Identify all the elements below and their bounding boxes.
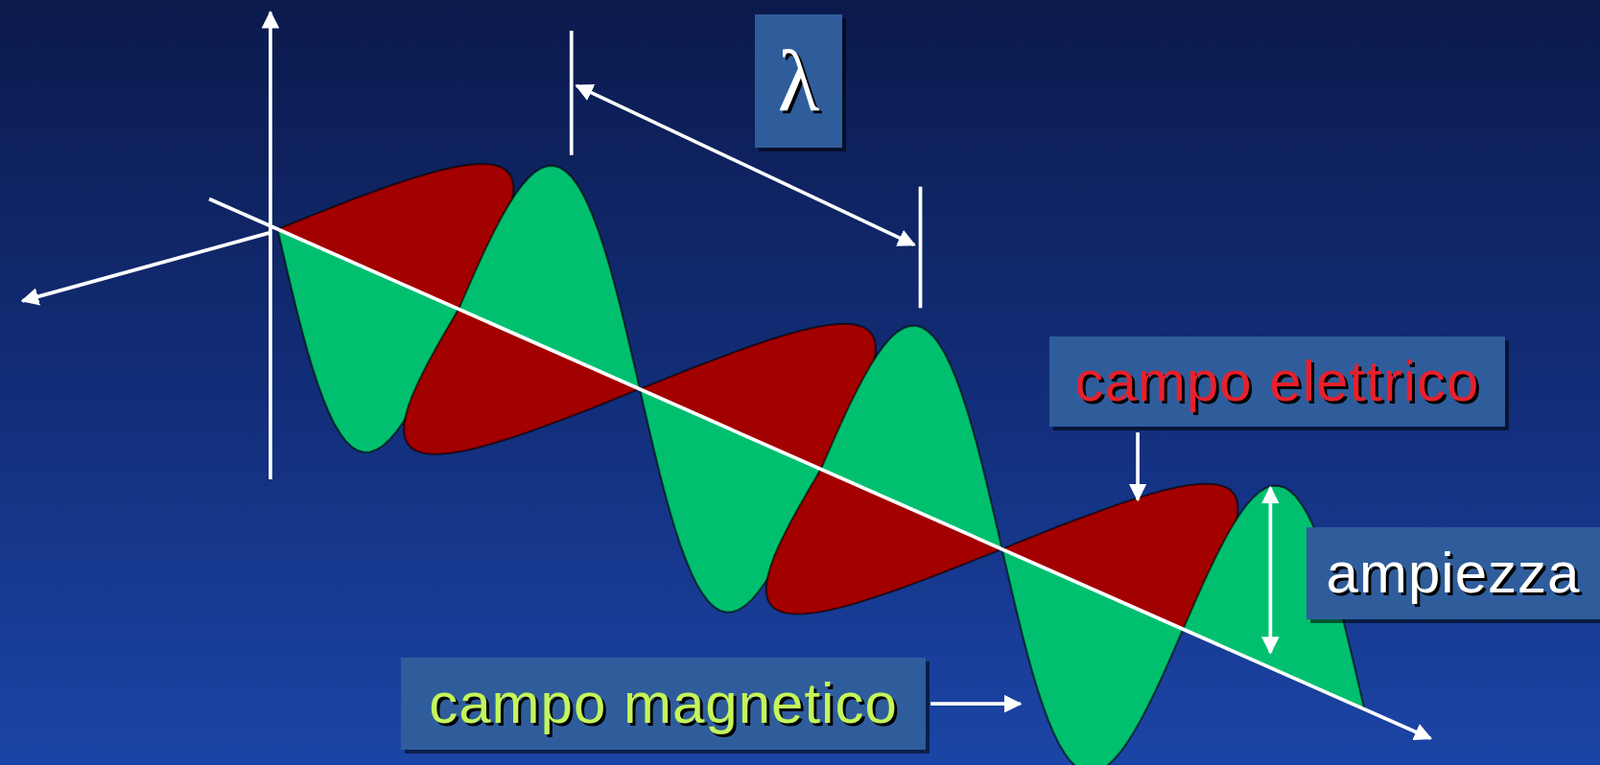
magnetic-field-lobe xyxy=(821,326,1003,550)
wavelength-arrow xyxy=(576,85,915,245)
label-text: λ xyxy=(777,33,821,129)
label-box: campo elettrico xyxy=(1049,336,1506,427)
label-text: campo elettrico xyxy=(1075,350,1481,414)
label-text: ampiezza xyxy=(1326,541,1581,606)
label-box: campo magnetico xyxy=(400,658,926,751)
wavelength-tick xyxy=(569,30,574,156)
wavelength-tick xyxy=(918,187,923,309)
label-text: campo magnetico xyxy=(428,672,898,736)
horizontal-axis xyxy=(22,233,270,302)
vertical-axis xyxy=(268,12,273,480)
wave-lobes xyxy=(277,164,1365,765)
magnetic-field-lobe xyxy=(1002,549,1184,765)
leader-line xyxy=(930,702,1021,706)
leader-line xyxy=(1135,432,1140,500)
wavelength-label-box: λ xyxy=(754,14,843,148)
amplitude-arrow xyxy=(1269,488,1273,654)
label-box: ampiezza xyxy=(1306,527,1600,620)
magnetic-field-lobe xyxy=(458,165,640,390)
